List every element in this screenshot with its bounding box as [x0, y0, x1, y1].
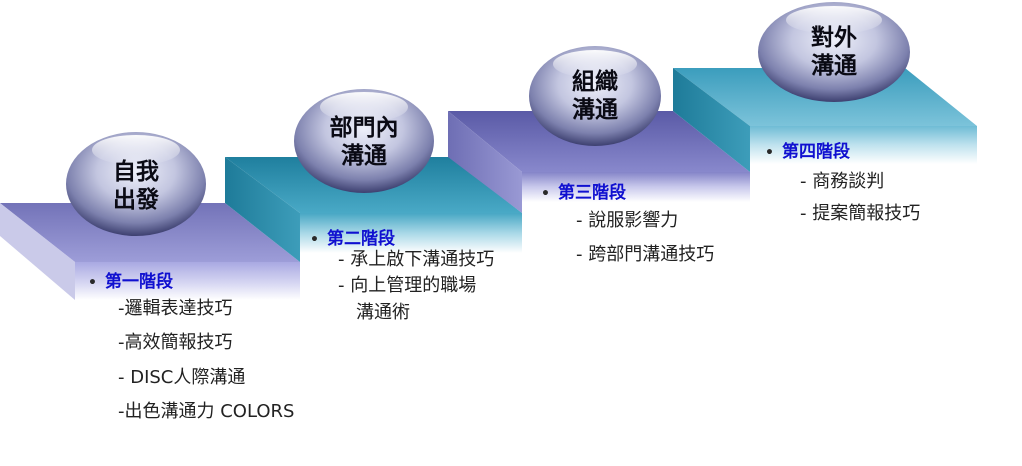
- ball-3-line-2: 溝通: [572, 97, 618, 123]
- step-4: [673, 68, 977, 172]
- ball-1-line-1: 自我: [113, 159, 159, 185]
- stage-1-heading: • 第一階段: [88, 267, 173, 292]
- ball-1-line-2: 出發: [113, 187, 159, 213]
- ball-3: [529, 46, 661, 146]
- ball-3-line-1: 組織: [572, 69, 618, 95]
- stage-3-heading: • 第三階段: [541, 178, 626, 203]
- step-3-front: [522, 172, 750, 202]
- ball-3-label: 組織 溝通: [545, 68, 645, 124]
- stage-1-item-1: -邏輯表達技巧: [118, 298, 233, 319]
- stage-2-item-1: - 承上啟下溝通技巧: [338, 249, 495, 270]
- ball-1: [66, 132, 206, 236]
- stage-1-heading-text: 第一階段: [104, 272, 173, 292]
- ball-1-label: 自我 出發: [86, 158, 186, 214]
- stage-2-item-3: 溝通術: [356, 302, 410, 323]
- step-1-front: [75, 262, 300, 300]
- stage-4-heading-text: 第四階段: [781, 142, 850, 162]
- ball-2-label: 部門內 溝通: [309, 114, 419, 170]
- stage-3-item-2: - 跨部門溝通技巧: [576, 244, 715, 265]
- step-1-side: [0, 203, 75, 300]
- bullet-icon: •: [88, 275, 97, 291]
- stage-4-item-2: - 提案簡報技巧: [800, 203, 921, 224]
- stage-3-item-1: - 說服影響力: [576, 210, 679, 231]
- stage-1-item-3: - DISC人際溝通: [118, 367, 246, 388]
- stage-1-item-2: -高效簡報技巧: [118, 332, 233, 353]
- ball-4: [758, 2, 910, 102]
- ball-4-line-1: 對外: [811, 25, 857, 51]
- step-4-front: [750, 126, 977, 164]
- step-2-riser: [225, 157, 300, 262]
- bullet-icon: •: [765, 145, 774, 161]
- ball-4-label: 對外 溝通: [784, 24, 884, 80]
- step-4-riser: [673, 68, 750, 172]
- bullet-icon: •: [541, 186, 550, 202]
- ball-2-line-2: 溝通: [341, 143, 387, 169]
- stage-4-item-1: - 商務談判: [800, 171, 885, 192]
- stage-3-heading-text: 第三階段: [557, 183, 626, 203]
- bullet-icon: •: [310, 232, 319, 248]
- ball-2: [294, 89, 434, 193]
- stage-2-heading: • 第二階段: [310, 224, 395, 249]
- stage-1-item-4: -出色溝通力 COLORS: [118, 401, 295, 422]
- ball-2-line-1: 部門內: [329, 115, 399, 141]
- step-2-front: [300, 213, 522, 253]
- stage-2-heading-text: 第二階段: [326, 229, 395, 249]
- stage-4-heading: • 第四階段: [765, 137, 850, 162]
- stage-2-item-2: - 向上管理的職場: [338, 275, 477, 296]
- ball-4-line-2: 溝通: [811, 53, 857, 79]
- step-3-riser: [448, 111, 522, 213]
